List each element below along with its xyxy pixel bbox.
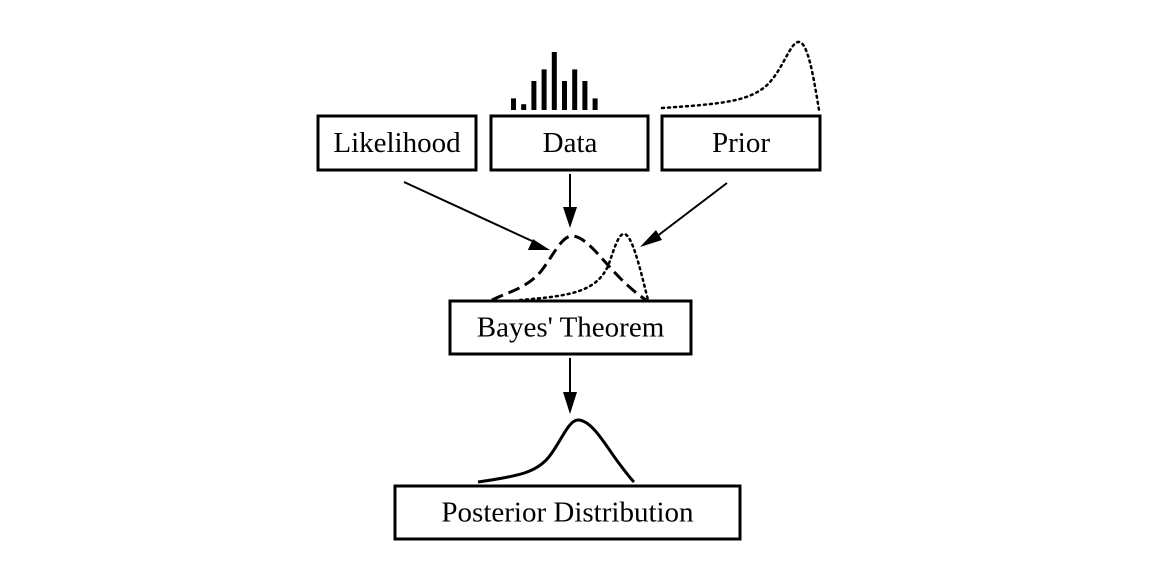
data-label: Data	[543, 127, 598, 159]
likelihood-label: Likelihood	[333, 127, 461, 159]
arrow-data-to-bayes	[563, 174, 577, 228]
arrow-likelihood-to-bayes	[403, 181, 550, 250]
arrow-prior-to-bayes	[640, 182, 728, 247]
data-box: Data	[489, 114, 650, 172]
histogram-bar	[521, 104, 527, 110]
histogram-bar	[592, 98, 598, 110]
histogram-bar	[582, 81, 588, 110]
prior-curve	[660, 40, 821, 112]
histogram-bar	[572, 69, 578, 110]
histogram-bar	[531, 81, 537, 110]
prior-label: Prior	[712, 127, 770, 159]
bayes-theorem-label: Bayes' Theorem	[477, 312, 665, 344]
arrow-bayes-to-posterior	[563, 358, 577, 414]
likelihood-curve	[491, 234, 647, 302]
histogram-bar	[541, 69, 547, 110]
bayes-theorem-box: Bayes' Theorem	[448, 299, 693, 356]
data-histogram	[511, 52, 598, 110]
prior-box: Prior	[660, 114, 822, 172]
posterior-distribution-label: Posterior Distribution	[441, 497, 694, 529]
histogram-bar	[511, 98, 516, 110]
histogram-bar	[551, 52, 557, 110]
likelihood-box: Likelihood	[316, 114, 478, 172]
histogram-bar	[562, 81, 567, 110]
posterior-curve	[477, 418, 636, 484]
posterior-distribution-box: Posterior Distribution	[393, 484, 742, 541]
prior-posterior-input-curve	[518, 232, 650, 302]
